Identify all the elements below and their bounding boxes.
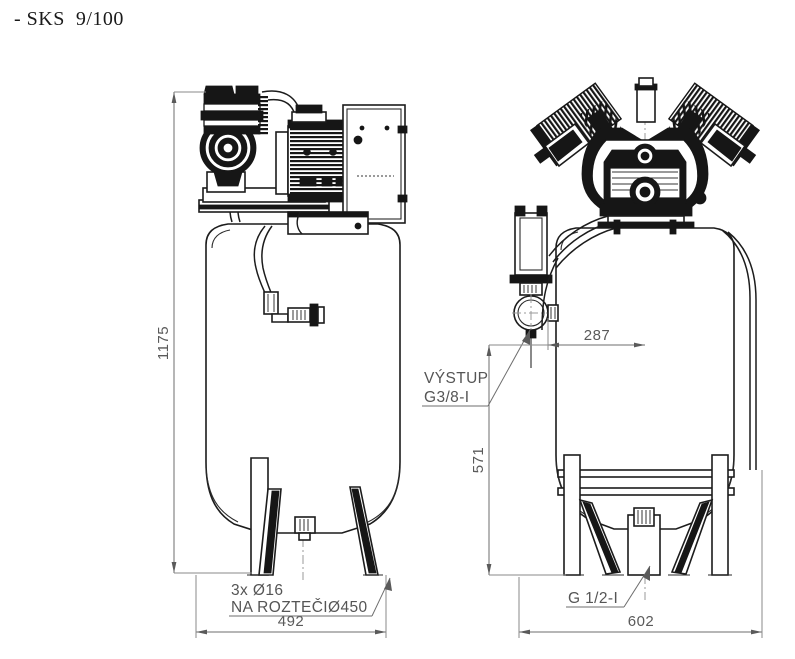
dimension-571: 571 [470,344,566,576]
note-outlet-thread: G3/8-I [424,389,469,406]
crankcase-front [581,127,709,235]
note-hole-count: 3x Ø16 [231,582,283,599]
control-box-side [342,104,408,224]
compressor-pump-front [529,77,761,235]
tank-legs-side [247,457,383,576]
note-outlet: VÝSTUP G3/8-I [422,329,531,407]
cross-brace-front [557,469,735,496]
dimension-height-1175: 1175 [155,91,252,574]
note-outlet-label: VÝSTUP [424,370,488,387]
dimension-571-text: 571 [470,447,487,474]
pressure-switch-front [509,205,559,368]
flywheel-side [199,119,257,187]
dimension-492-text: 492 [278,613,305,630]
note-drain-thread: G 1/2-I [568,590,618,607]
tank-side [205,223,401,534]
note-drain-port: G 1/2-I [566,565,651,608]
tank-legs-front [560,454,732,576]
dimension-width-602: 602 [518,470,763,638]
air-filter-front [634,77,658,123]
side-view-group [198,85,408,580]
compressor-unit-side [198,85,408,235]
note-hole-spacing: NA ROZTEČIØ450 [231,599,368,616]
outlet-valve-side [253,225,325,327]
dimension-602-text: 602 [628,613,655,630]
junction-box-side [287,211,369,235]
dimension-287-text: 287 [584,327,611,344]
dimension-287: 287 [547,318,645,350]
dimension-1175-text: 1175 [155,326,172,360]
drain-valve-side [294,516,316,541]
drain-valve-front [627,507,661,576]
note-hole-pattern: 3x Ø16 NA ROZTEČIØ450 [229,577,392,617]
cylinder-head-side [200,85,268,136]
tank-front [555,227,735,530]
front-view-group [509,77,761,600]
page-title: - SKS 9/100 [14,8,124,30]
